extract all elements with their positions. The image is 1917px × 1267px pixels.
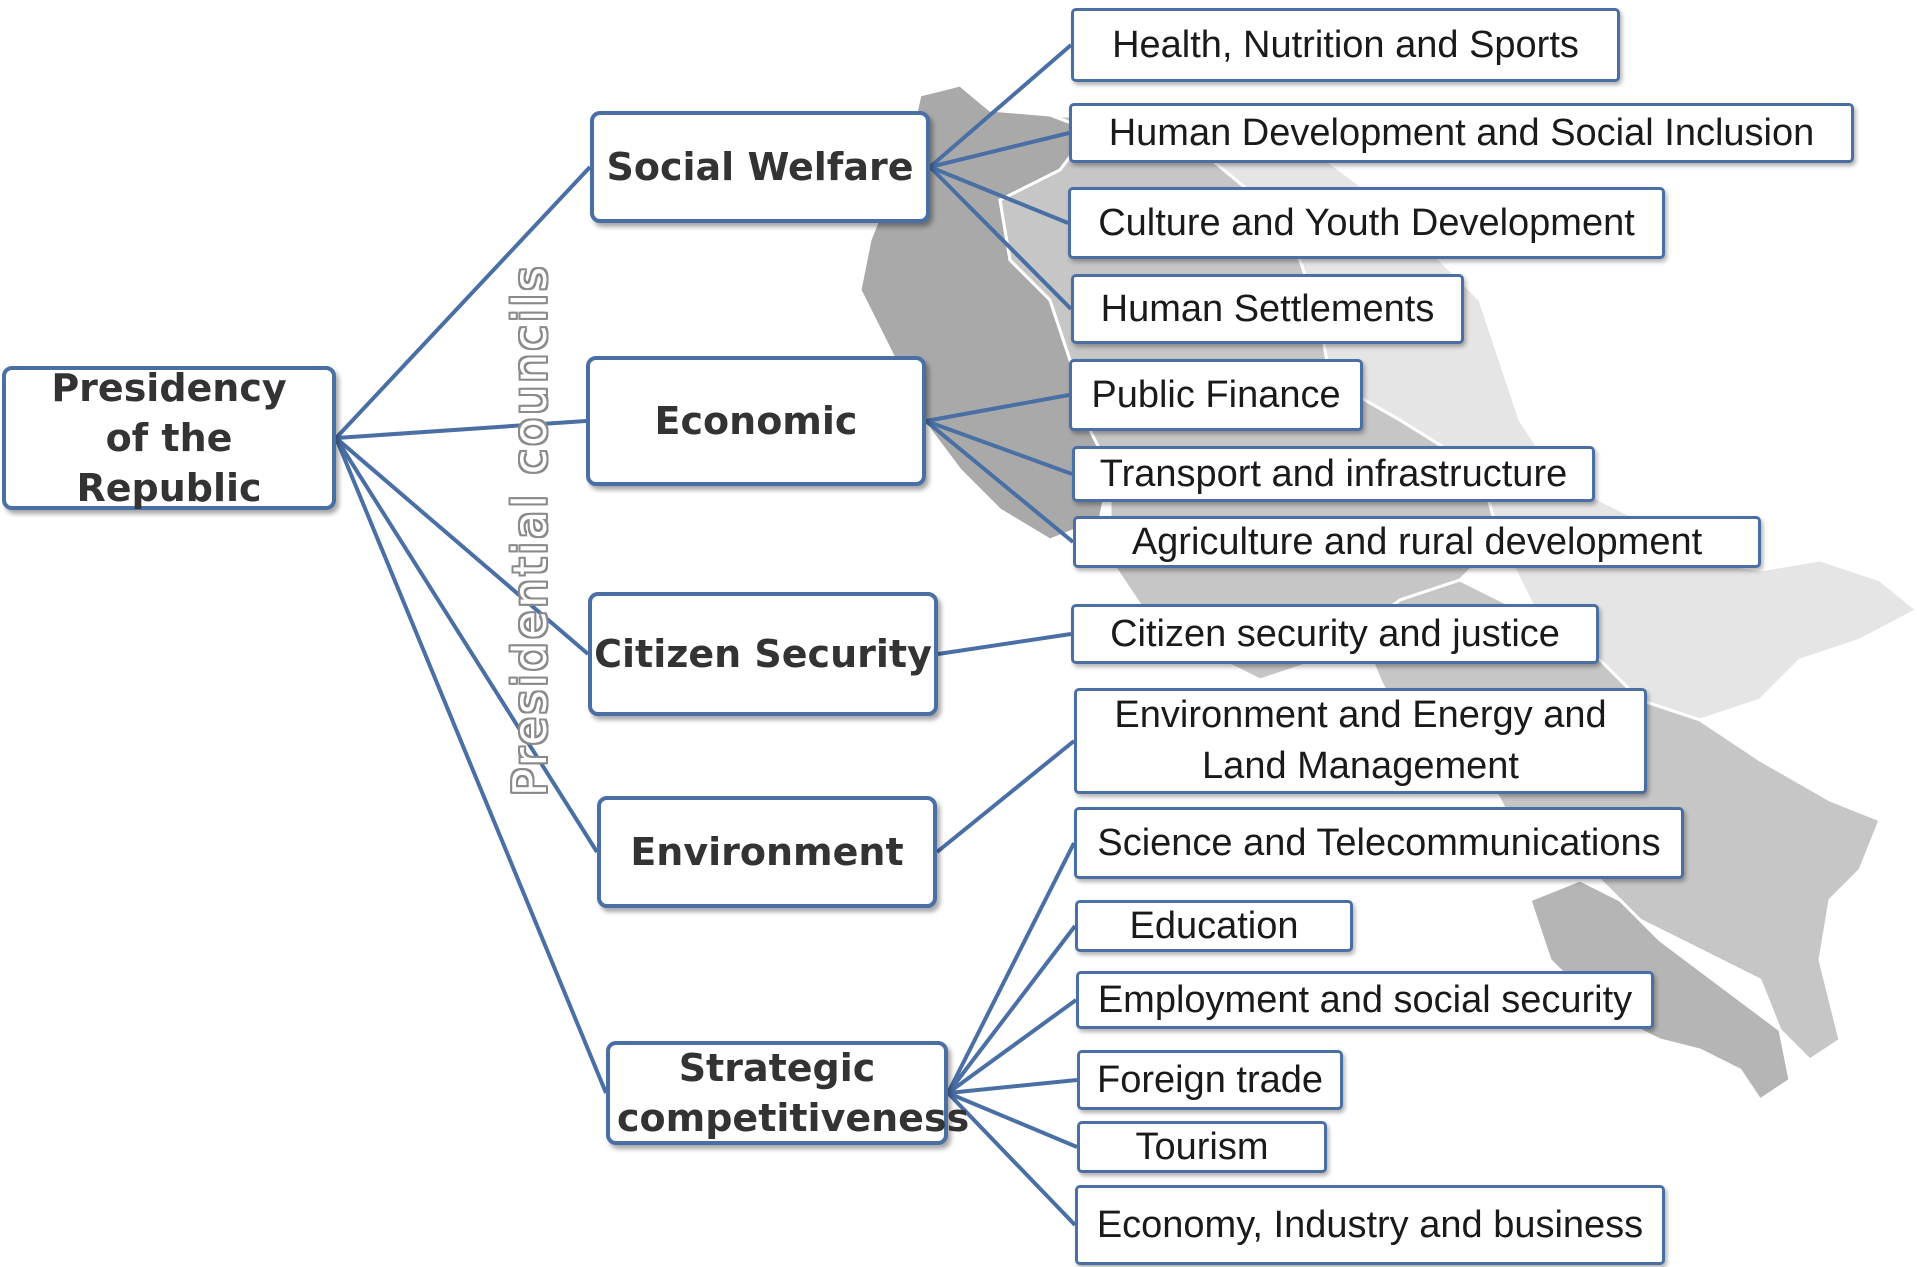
- council-citizen-security: Citizen Security: [588, 592, 938, 716]
- root-to-council-line: [334, 436, 590, 656]
- council-label: Social Welfare: [606, 144, 914, 189]
- council-economic: Economic: [586, 356, 926, 486]
- topic-agriculture-rural-development: Agriculture and rural development: [1073, 516, 1761, 568]
- presidency-box: Presidency of the Republic: [2, 366, 336, 510]
- root-to-council-line: [334, 437, 608, 1094]
- council-to-topic-line: [937, 632, 1072, 656]
- topic-economy-industry-business: Economy, Industry and business: [1075, 1185, 1665, 1265]
- topic-human-settlements: Human Settlements: [1071, 274, 1464, 344]
- council-label: Citizen Security: [594, 631, 932, 676]
- topic-employment-social-security: Employment and social security: [1076, 971, 1654, 1029]
- council-label: Strategic competitiveness: [617, 1045, 970, 1140]
- topic-tourism: Tourism: [1077, 1121, 1327, 1173]
- topic-culture-youth-development: Culture and Youth Development: [1068, 187, 1665, 259]
- council-to-topic-line: [929, 165, 1069, 225]
- council-to-topic-line: [925, 419, 1073, 476]
- council-to-topic-line: [928, 165, 1073, 311]
- topic-environment-energy-land: Environment and Energy and Land Manageme…: [1074, 688, 1647, 794]
- council-to-topic-line: [924, 419, 1075, 544]
- topic-science-telecommunications: Science and Telecommunications: [1074, 807, 1684, 879]
- topic-health-nutrition-sports: Health, Nutrition and Sports: [1071, 8, 1620, 82]
- topic-education: Education: [1075, 900, 1353, 952]
- presidential-councils-label: Presidential councils: [503, 263, 557, 797]
- council-to-topic-line: [928, 43, 1073, 169]
- presidency-label: Presidency of the Republic: [51, 365, 287, 511]
- council-to-topic-line: [946, 842, 1076, 1094]
- council-to-topic-line: [947, 1091, 1078, 1149]
- topic-transport-infrastructure: Transport and infrastructure: [1072, 446, 1595, 502]
- council-to-topic-line: [946, 998, 1078, 1095]
- council-to-topic-line: [947, 1078, 1078, 1095]
- council-label: Environment: [630, 829, 904, 874]
- root-to-council-line: [334, 165, 592, 440]
- council-to-topic-line: [925, 393, 1070, 423]
- council-strategic-competitiveness: Strategic competitiveness: [606, 1041, 970, 1145]
- root-to-council-line: [335, 419, 587, 440]
- council-to-topic-line: [929, 131, 1070, 169]
- topic-human-development-social-inclusion: Human Development and Social Inclusion: [1069, 103, 1854, 163]
- topic-foreign-trade: Foreign trade: [1077, 1050, 1343, 1110]
- council-label: Economic: [654, 398, 858, 443]
- council-social-welfare: Social Welfare: [590, 111, 930, 223]
- council-to-topic-line: [946, 1091, 1077, 1227]
- council-to-topic-line: [946, 924, 1077, 1095]
- root-to-council-line: [334, 436, 599, 854]
- council-to-topic-line: [935, 739, 1076, 854]
- topic-citizen-security-justice: Citizen security and justice: [1071, 604, 1599, 664]
- council-environment: Environment: [597, 796, 937, 908]
- topic-public-finance: Public Finance: [1069, 359, 1363, 431]
